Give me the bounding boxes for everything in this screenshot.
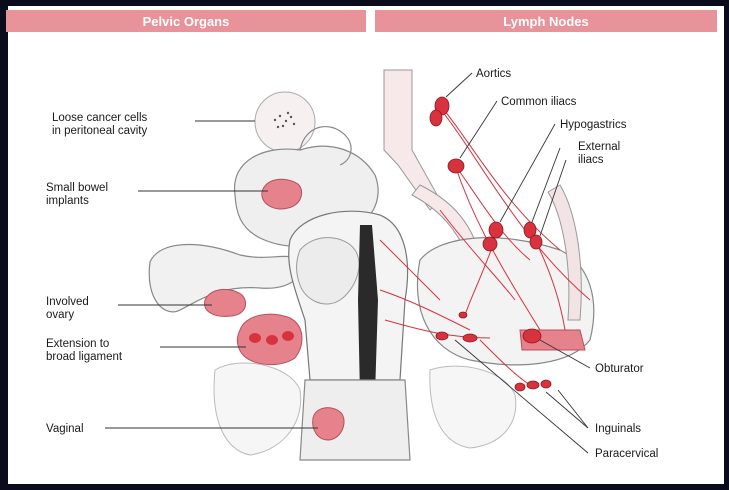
label-loose-cells-line1: Loose cancer cells (52, 112, 147, 124)
ligament-node-3 (282, 331, 294, 341)
label-obturator: Obturator (595, 363, 644, 375)
label-vaginal: Vaginal (46, 423, 84, 435)
label-ovary-line2: ovary (46, 309, 74, 321)
paracervical-node-3 (459, 312, 467, 318)
inguinal-node-2 (527, 381, 539, 389)
hypogastric-node-1 (489, 222, 503, 238)
bowel-implant (262, 179, 302, 209)
label-paracervical: Paracervical (595, 448, 658, 460)
label-inguinals: Inguinals (595, 423, 641, 435)
vaginal-lesion (313, 408, 344, 440)
leader-inguinals-2 (558, 390, 588, 428)
obturator-node (523, 329, 541, 343)
external-iliac-node-2 (530, 235, 542, 249)
label-common-iliacs: Common iliacs (501, 96, 577, 108)
label-external-iliacs-line1: External (578, 141, 620, 153)
inguinal-node-1 (515, 383, 525, 391)
pelvic-fat (214, 363, 301, 455)
label-hypogastrics: Hypogastrics (560, 119, 627, 131)
label-small-bowel-line1: Small bowel (46, 182, 108, 194)
inguinal-node-3 (541, 380, 551, 388)
label-broad-ligament-line2: broad ligament (46, 351, 123, 363)
label-aortics: Aortics (476, 68, 511, 80)
label-loose-cells-line2: in peritoneal cavity (52, 125, 147, 137)
leader-external-iliacs-1 (532, 148, 560, 222)
label-external-iliacs-line2: iliacs (578, 154, 604, 166)
common-iliac-node (448, 159, 464, 173)
paracervical-node-1 (436, 332, 448, 340)
leader-aortics (446, 73, 472, 97)
label-small-bowel-line2: implants (46, 195, 89, 207)
label-ovary-line1: Involved (46, 296, 89, 308)
leader-common-iliacs (460, 101, 497, 158)
aorta (384, 70, 440, 210)
peritoneal-cells-bubble (255, 92, 315, 152)
involved-ovary (205, 289, 246, 316)
hypogastric-node-2 (483, 237, 497, 251)
leader-hypogastrics (500, 124, 555, 222)
label-broad-ligament-line1: Extension to (46, 338, 109, 350)
paracervical-node-2 (463, 334, 477, 342)
aortic-node-2 (430, 110, 442, 126)
pelvic-fat-right (430, 366, 516, 448)
ligament-node-2 (266, 335, 278, 345)
ligament-node-1 (249, 333, 261, 343)
